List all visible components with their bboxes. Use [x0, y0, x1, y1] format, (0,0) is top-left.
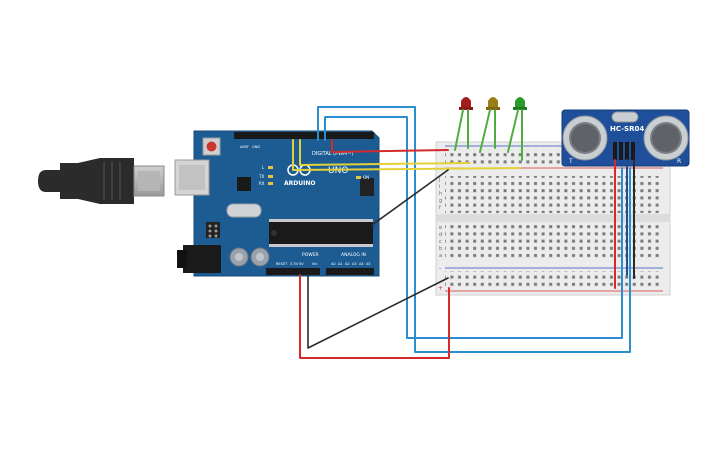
- svg-text:a: a: [439, 253, 442, 259]
- tx-label: TX: [258, 174, 264, 179]
- sensor-t-label: T: [568, 158, 573, 165]
- on-led-indicator: [356, 176, 361, 179]
- svg-text:g: g: [439, 198, 442, 204]
- svg-text:c: c: [439, 239, 442, 245]
- capacitor: [229, 247, 270, 267]
- power-header[interactable]: [266, 268, 320, 275]
- transducer-left: [562, 115, 608, 161]
- usb-chip: [237, 177, 251, 191]
- svg-text:b: b: [439, 246, 442, 252]
- svg-text:h: h: [439, 191, 442, 197]
- a2-label: A2: [345, 262, 350, 266]
- ultrasonic-sensor[interactable]: HC-SR04 T R: [561, 109, 690, 167]
- a3-label: A3: [352, 262, 357, 266]
- row-labels-top: j i h g f: [438, 177, 442, 211]
- led-yellow-leg-wire[interactable]: [479, 109, 491, 153]
- tx-led-indicator: [268, 175, 273, 178]
- echo-wire[interactable]: [324, 116, 623, 339]
- rx-label: RX: [259, 181, 265, 186]
- led-green-leg-wire[interactable]: [507, 109, 519, 153]
- svg-text:i: i: [439, 184, 440, 190]
- trig-wire[interactable]: [317, 106, 631, 353]
- green-led[interactable]: [513, 97, 527, 110]
- led-red-leg-wire[interactable]: [454, 109, 464, 151]
- arduino-uno-board[interactable]: ARDUINO UNO DIGITAL (PWM~) POWER ANALOG …: [174, 130, 380, 277]
- l-label: L: [262, 165, 265, 170]
- yellow-led[interactable]: [486, 97, 500, 110]
- yellow-led-wire[interactable]: [299, 139, 471, 166]
- transducer-right: [643, 115, 689, 161]
- aref-label: AREF: [240, 145, 249, 149]
- sensor-pins[interactable]: [613, 142, 635, 160]
- svg-text:f: f: [439, 205, 441, 211]
- svg-text:d: d: [439, 232, 442, 238]
- gnd-wire-2[interactable]: [371, 169, 449, 226]
- icsp-header-2: [360, 178, 374, 196]
- a4-label: A4: [359, 262, 364, 266]
- v5-label: 5V: [299, 262, 304, 266]
- v33-label: 3.3V: [290, 262, 299, 266]
- sensor-r-label: R: [677, 158, 681, 165]
- vin-label: Vin: [312, 262, 318, 266]
- power-5v-wire[interactable]: [299, 274, 450, 359]
- svg-text:e: e: [439, 225, 442, 231]
- power-label: POWER: [302, 252, 319, 258]
- on-label: ON: [363, 175, 369, 180]
- a0-label: A0: [331, 262, 336, 266]
- a5-label: A5: [366, 262, 371, 266]
- usb-cable[interactable]: [38, 158, 165, 204]
- row-labels-bottom: e d c b a: [439, 225, 442, 259]
- rail-plus-label: +: [438, 285, 443, 292]
- brand-label: ARDUINO: [284, 180, 315, 187]
- red-led[interactable]: [459, 97, 473, 110]
- svg-text:j: j: [438, 177, 440, 183]
- digital-label: DIGITAL (PWM~): [312, 151, 354, 157]
- digital-header[interactable]: [234, 132, 374, 139]
- atmega-chip: [269, 219, 373, 247]
- l-led-indicator: [268, 166, 273, 169]
- reset-label: RESET: [276, 262, 288, 266]
- analog-label: ANALOG IN: [341, 252, 366, 258]
- model-label: UNO: [328, 166, 348, 176]
- gnd-label: GND: [252, 145, 260, 149]
- icsp-header: [206, 222, 220, 238]
- rail-minus-label: -: [439, 265, 441, 272]
- analog-header[interactable]: [326, 268, 374, 275]
- power-jack: [183, 245, 221, 273]
- crystal: [226, 203, 262, 218]
- sensor-name: HC-SR04: [610, 125, 644, 133]
- rx-led-indicator: [268, 182, 273, 185]
- red-led-wire[interactable]: [331, 139, 449, 153]
- gnd-wire[interactable]: [307, 274, 449, 349]
- a1-label: A1: [338, 262, 343, 266]
- green-led-wire[interactable]: [292, 139, 521, 171]
- power-rail-bottom[interactable]: [445, 271, 663, 288]
- reset-button[interactable]: [202, 137, 221, 156]
